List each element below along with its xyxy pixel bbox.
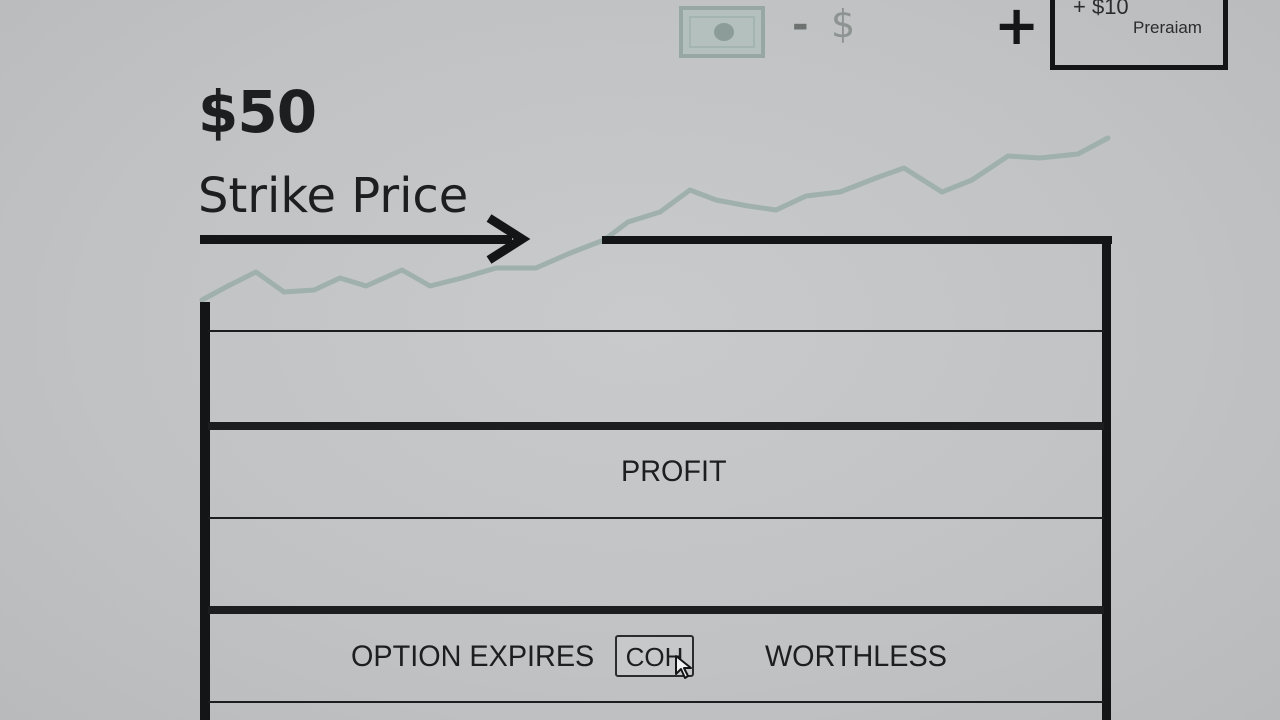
price-line (199, 135, 1111, 303)
row-divider (208, 701, 1104, 703)
premium-amount: + $10 (1073, 0, 1129, 19)
frame-left-border (200, 302, 210, 720)
row-divider-thick (208, 422, 1104, 430)
row-divider (208, 517, 1104, 519)
frame-right-border (1102, 236, 1111, 720)
strike-price-label: Strike Price (198, 168, 469, 224)
cursor-icon (675, 655, 692, 679)
arrow-right-icon (200, 214, 531, 264)
dollar-sign: $ (831, 2, 856, 46)
option-expires-label: OPTION EXPIRES (351, 640, 595, 673)
strike-price-value: $50 (198, 78, 317, 146)
row-divider-thick (208, 606, 1104, 614)
plus-sign: + (994, 0, 1040, 57)
payoff-table (200, 236, 1112, 720)
premium-box: + $10 Preraiam (1050, 0, 1228, 70)
premium-label: Preraiam (1133, 18, 1202, 37)
worthless-label: WORTHLESS (765, 640, 947, 673)
row-divider (208, 330, 1104, 332)
cash-icon (679, 6, 765, 58)
minus-sign: - (792, 2, 809, 48)
profit-label: PROFIT (621, 455, 727, 488)
frame-top-border (602, 236, 1112, 244)
